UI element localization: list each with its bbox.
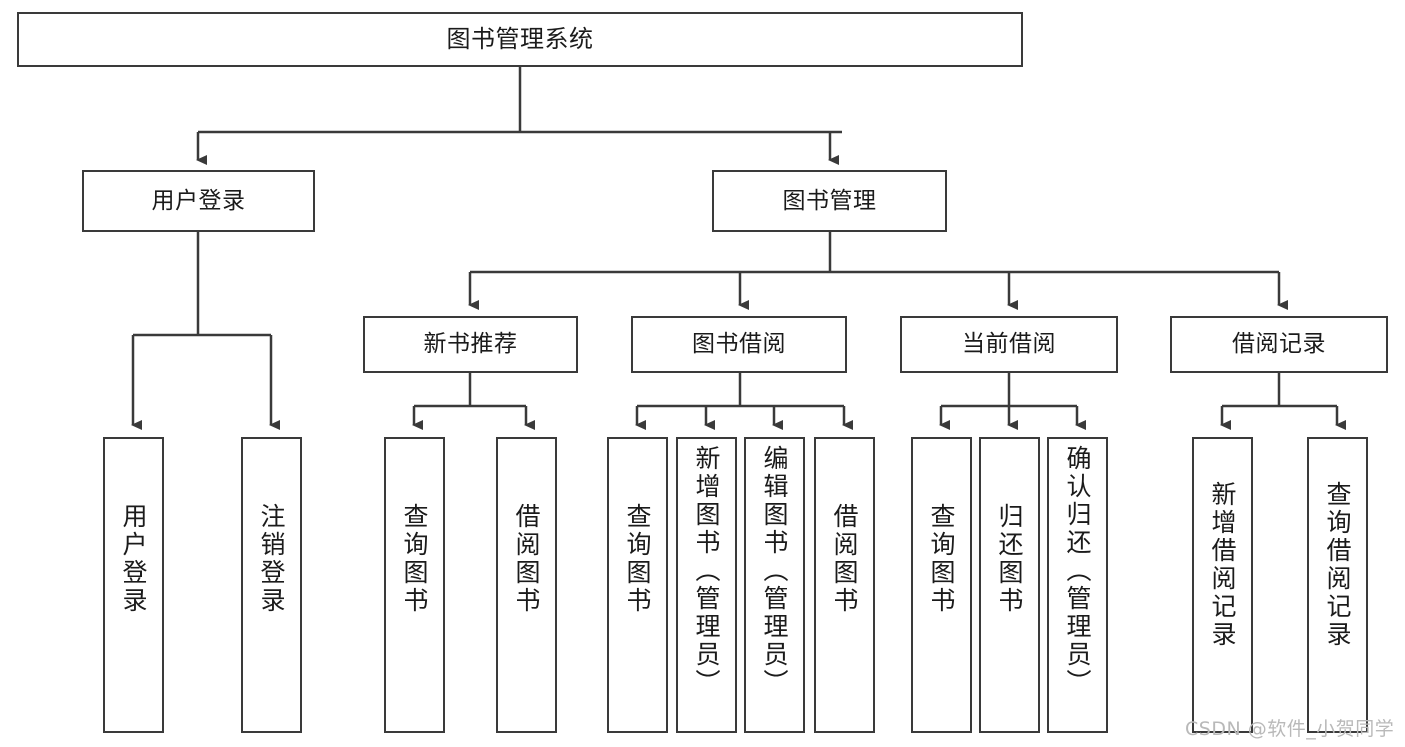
node-label: 查询借阅记录 [1323, 481, 1352, 649]
node-label: 注销登录 [257, 503, 286, 615]
node-label: 图书管理系统 [446, 24, 594, 53]
leaf-query-book-borrow[interactable]: 查询图书 [607, 437, 668, 733]
leaf-logout[interactable]: 注销登录 [241, 437, 302, 733]
node-label: 新增借阅记录 [1208, 481, 1237, 649]
node-new-book-recommend[interactable]: 新书推荐 [363, 316, 578, 373]
node-root-system[interactable]: 图书管理系统 [17, 12, 1023, 67]
node-label: 用户登录 [151, 187, 246, 214]
watermark-text: CSDN @软件_小贺同学 [1185, 718, 1395, 740]
leaf-confirm-return[interactable]: 确认归还（管理员） [1047, 437, 1108, 733]
node-label: 借阅记录 [1232, 331, 1326, 358]
leaf-borrow-book[interactable]: 借阅图书 [814, 437, 875, 733]
node-label: 借阅图书 [830, 503, 859, 615]
node-current-borrow[interactable]: 当前借阅 [900, 316, 1118, 373]
leaf-borrow-book-recommend[interactable]: 借阅图书 [496, 437, 557, 733]
node-label: 新增图书（管理员） [692, 445, 721, 697]
node-label: 编辑图书（管理员） [760, 445, 789, 697]
node-book-borrow[interactable]: 图书借阅 [631, 316, 847, 373]
node-label: 查询图书 [927, 503, 956, 615]
leaf-add-borrow-record[interactable]: 新增借阅记录 [1192, 437, 1253, 733]
leaf-query-book-current[interactable]: 查询图书 [911, 437, 972, 733]
node-user-login[interactable]: 用户登录 [82, 170, 315, 232]
node-label: 图书借阅 [692, 331, 786, 358]
node-label: 确认归还（管理员） [1063, 445, 1092, 697]
leaf-edit-book[interactable]: 编辑图书（管理员） [744, 437, 805, 733]
node-label: 归还图书 [995, 503, 1024, 615]
leaf-user-login[interactable]: 用户登录 [103, 437, 164, 733]
node-label: 用户登录 [119, 503, 148, 615]
node-book-manage[interactable]: 图书管理 [712, 170, 947, 232]
leaf-query-borrow-record[interactable]: 查询借阅记录 [1307, 437, 1368, 733]
node-label: 新书推荐 [423, 331, 518, 358]
node-label: 查询图书 [400, 503, 429, 615]
leaf-add-book[interactable]: 新增图书（管理员） [676, 437, 737, 733]
leaf-query-book-recommend[interactable]: 查询图书 [384, 437, 445, 733]
leaf-return-book[interactable]: 归还图书 [979, 437, 1040, 733]
node-label: 当前借阅 [962, 331, 1056, 358]
node-borrow-record[interactable]: 借阅记录 [1170, 316, 1388, 373]
node-label: 图书管理 [782, 187, 877, 214]
node-label: 查询图书 [623, 503, 652, 615]
node-label: 借阅图书 [512, 503, 541, 615]
